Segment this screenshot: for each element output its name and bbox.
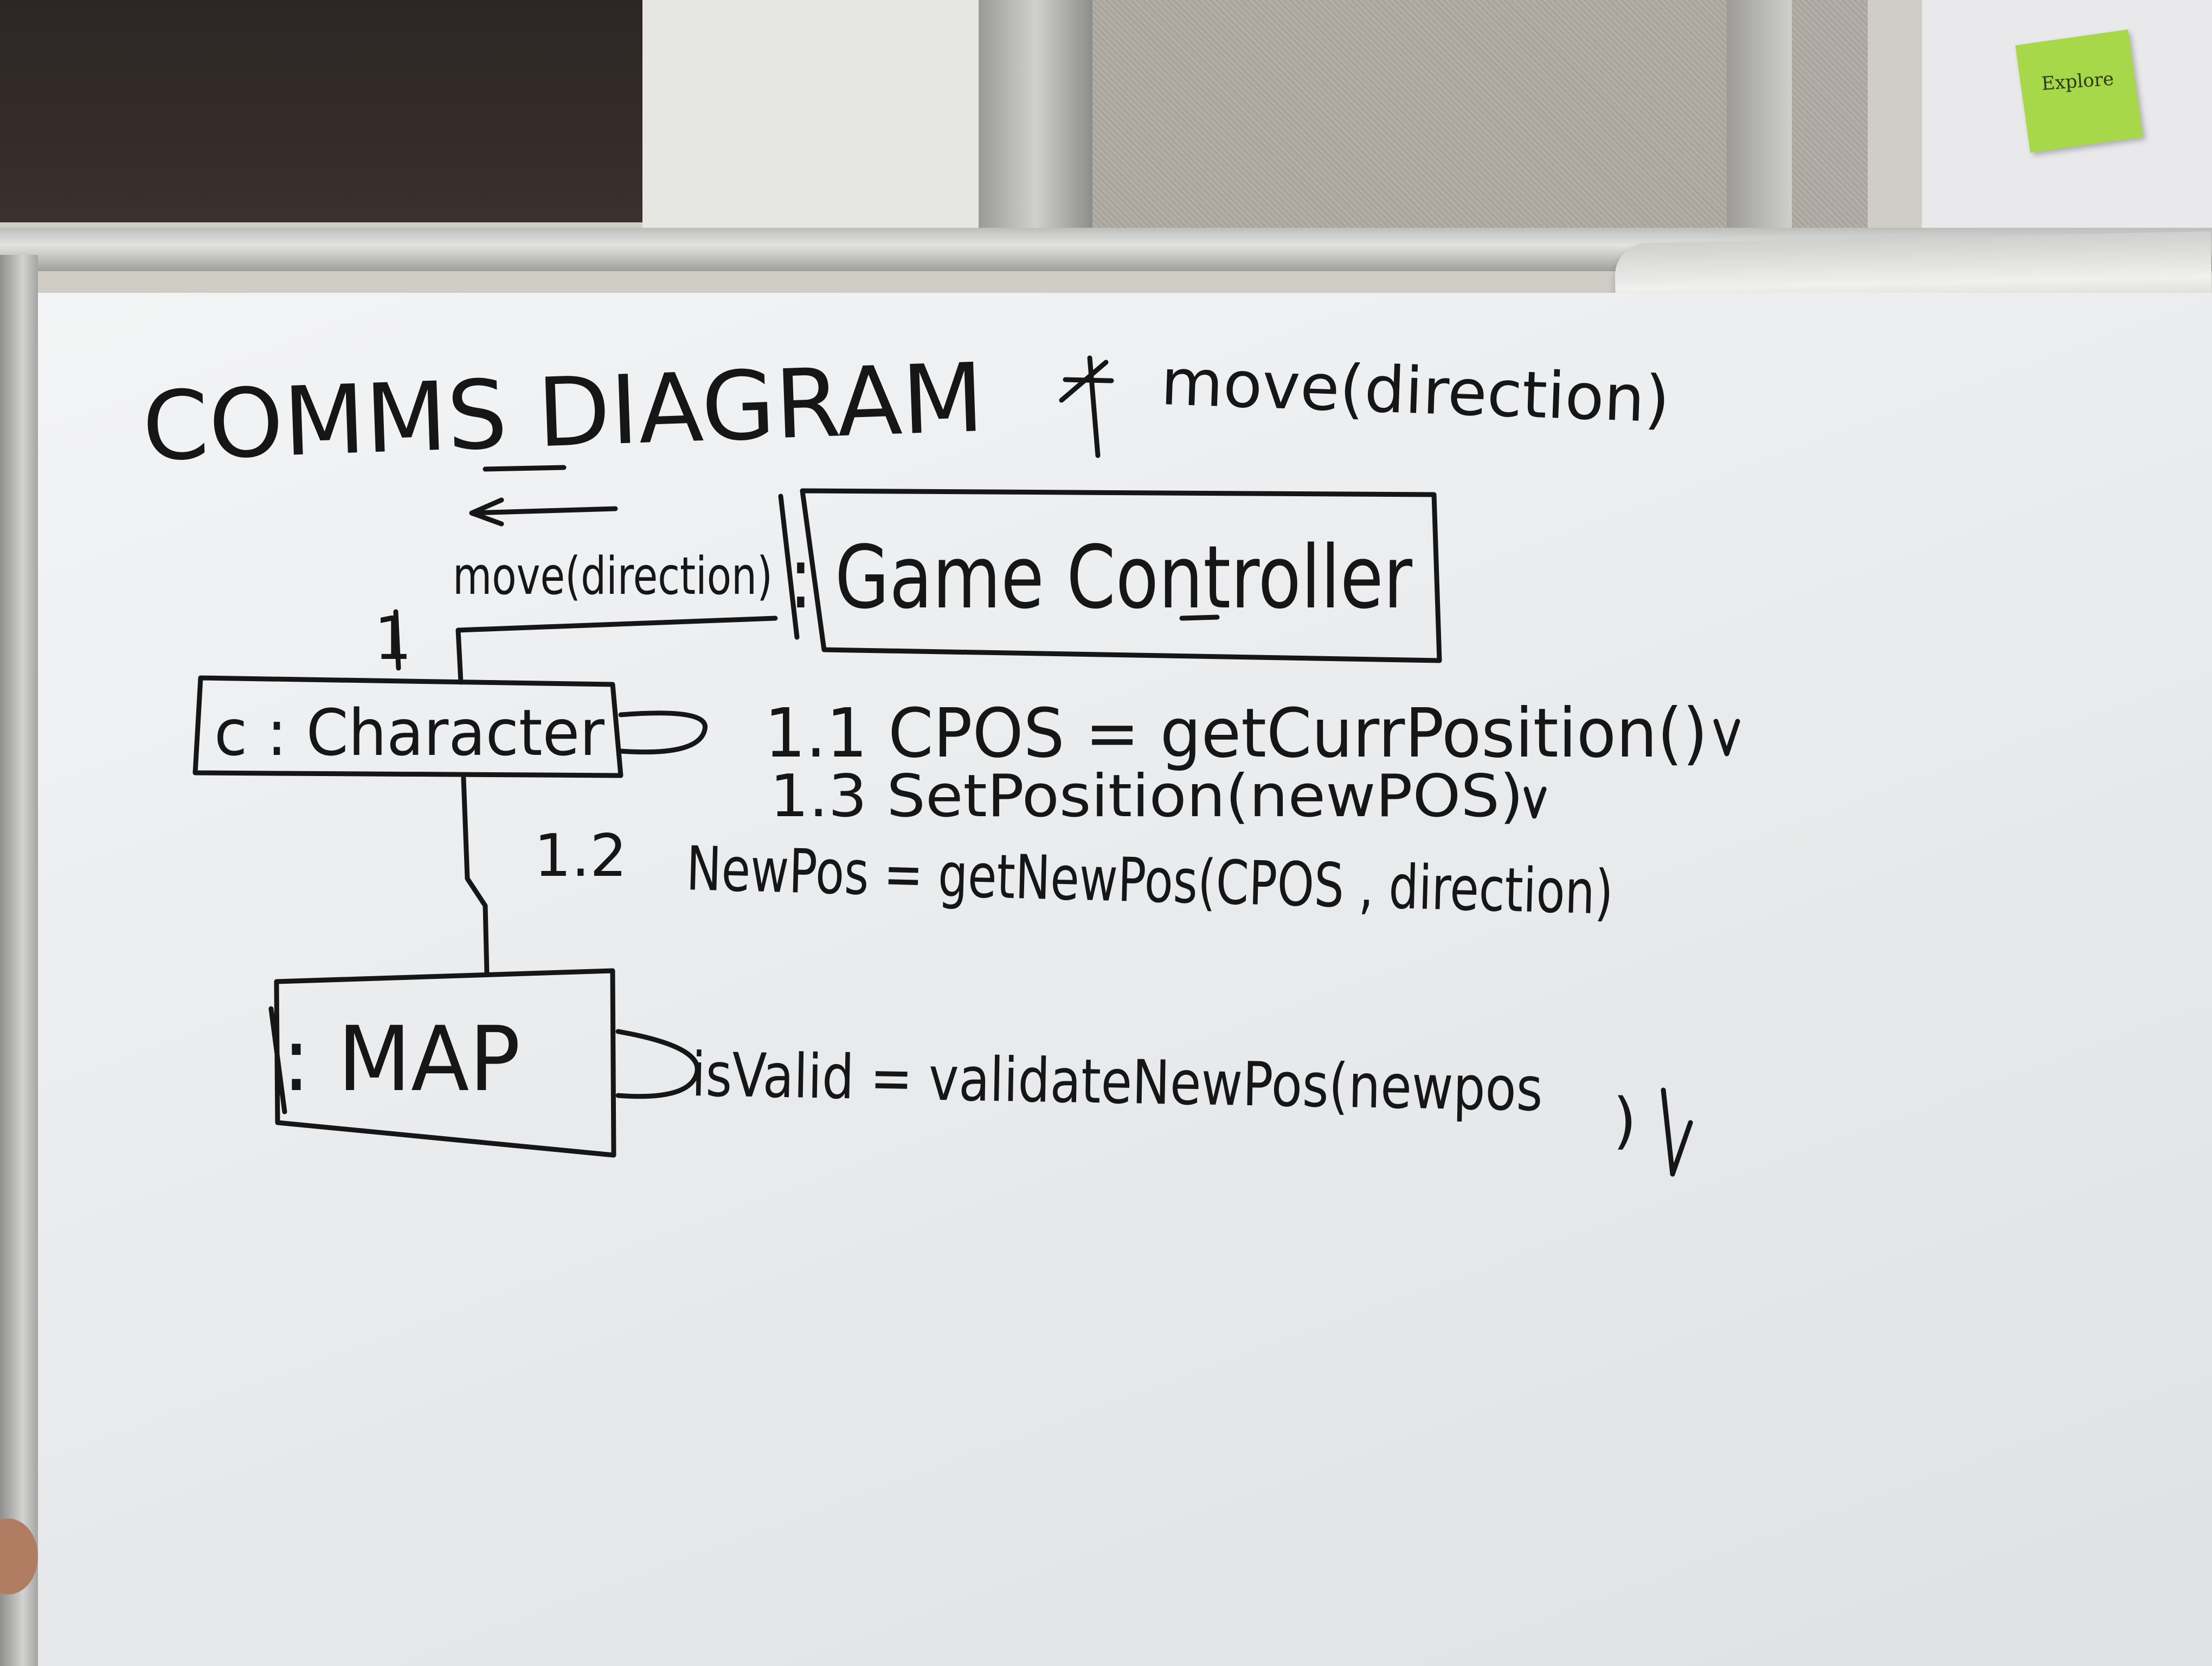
message-1-number: 1 [374,604,412,673]
link-character-map [461,776,490,976]
game-controller-box [778,488,1442,663]
message-1-1: 1.1 CPOS = getCurrPosition() [764,694,1708,773]
strike-mark [1059,355,1114,458]
map-self-link [615,1029,700,1099]
message-1-3: 1.3 SetPosition(newPOS) [770,762,1523,830]
arrow-down-icon-2 [1523,786,1547,819]
title-underline [483,465,567,472]
link-gc-character [455,616,778,685]
arrow-down-icon-3 [1661,1087,1693,1177]
door-frame [979,0,1092,233]
diagram-title: COMMS DIAGRAM [140,343,986,483]
arrow-down-icon-1 [1713,719,1740,757]
cubicle-fabric-panel [1092,0,1727,233]
white-wall-background [642,0,979,228]
character-box [192,675,623,778]
map-message-close: ) [1613,1086,1637,1156]
message-1-2-label: NewPos = getNewPos(CPOS , direction) [685,834,1614,928]
message-tick [393,609,401,671]
map-box [268,968,616,1158]
message-1-2-number: 1.2 [534,822,627,890]
dark-wall-background [0,0,642,222]
cubicle-divider [1727,0,1792,233]
arrow-left-icon [469,497,618,527]
object-character: c : Character [214,695,605,770]
object-game-controller: : Game Controller [789,527,1412,628]
message-1-label: move(direction) [453,547,773,606]
controller-underline [1179,614,1220,621]
character-self-link [618,710,708,755]
whiteboard-left-frame [0,255,38,1666]
map-message: isValid = validateNewPos(newpos [691,1040,1544,1125]
cubicle-fabric-panel-right [1792,0,1868,233]
top-note-message: move(direction) [1160,344,1671,437]
object-map: : MAP [282,1007,520,1111]
